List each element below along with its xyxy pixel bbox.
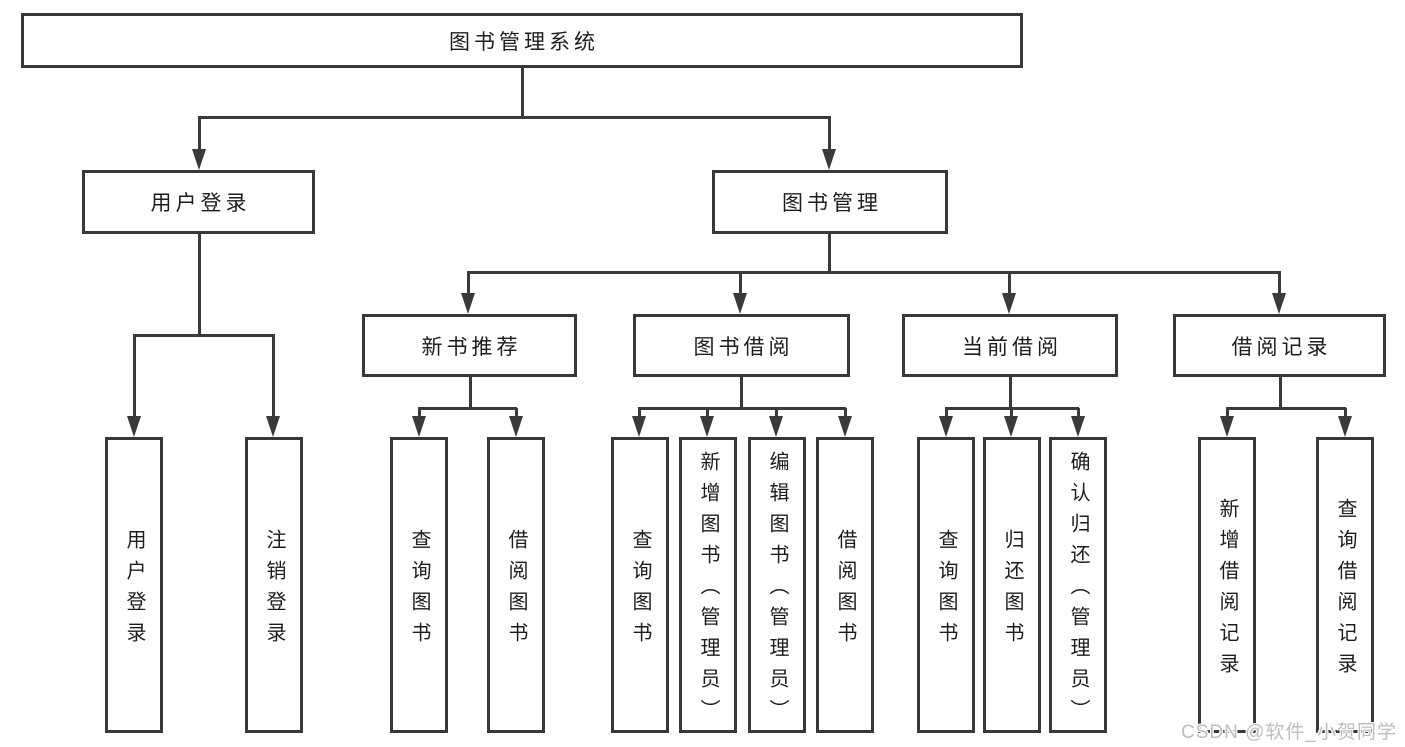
arrowhead-down-icon: [838, 416, 852, 437]
node-new-book-recommend: 新书推荐: [362, 314, 577, 377]
arrowhead-down-icon: [1002, 293, 1016, 314]
connector-line: [1277, 272, 1281, 305]
arrowhead-down-icon: [1272, 293, 1286, 314]
node-book-borrow: 图书借阅: [633, 314, 850, 377]
arrowhead-down-icon: [1071, 416, 1085, 437]
arrowhead-down-icon: [1004, 416, 1018, 437]
arrowhead-down-icon: [939, 416, 953, 437]
node-user-login: 用户登录: [82, 170, 315, 234]
connector-line: [133, 333, 275, 337]
node-label: 查询图书: [629, 528, 651, 653]
node-label: 编辑图书（管理员）: [766, 451, 788, 730]
connector-line: [197, 234, 201, 337]
arrowhead-down-icon: [1338, 416, 1352, 437]
node-label: 查询图书: [408, 528, 430, 653]
connector-line: [271, 335, 275, 428]
node-borrow-records: 借阅记录: [1173, 314, 1386, 377]
connector-line: [827, 234, 831, 274]
arrowhead-down-icon: [412, 416, 426, 437]
node-leaf-borrow-book-2: 借阅图书: [816, 437, 874, 733]
arrowhead-down-icon: [822, 149, 836, 170]
node-label: 查询借阅记录: [1334, 497, 1356, 684]
connector-line: [198, 115, 831, 119]
arrowhead-down-icon: [632, 416, 646, 437]
node-leaf-query-book-2: 查询图书: [611, 437, 669, 733]
node-label: 借阅图书: [505, 528, 527, 653]
node-leaf-logout: 注销登录: [245, 437, 303, 733]
arrowhead-down-icon: [733, 293, 747, 314]
node-leaf-user-login: 用户登录: [105, 437, 163, 733]
connector-line: [1278, 377, 1282, 410]
connector-line: [827, 117, 831, 160]
connector-line: [638, 406, 846, 410]
connector-line: [418, 406, 517, 410]
arrowhead-down-icon: [1220, 416, 1234, 437]
node-label: 新增借阅记录: [1216, 497, 1238, 684]
node-leaf-return-book: 归还图书: [983, 437, 1041, 733]
node-leaf-query-record: 查询借阅记录: [1316, 437, 1374, 733]
connector-line: [738, 272, 742, 305]
node-label: 当前借阅: [962, 335, 1062, 359]
node-label: 查询图书: [935, 528, 957, 653]
connector-line: [466, 272, 470, 305]
connector-line: [467, 270, 1281, 274]
connector-line: [468, 377, 472, 410]
node-label: 确认归还（管理员）: [1067, 451, 1089, 730]
arrowhead-down-icon: [461, 293, 475, 314]
node-leaf-confirm-return: 确认归还（管理员）: [1049, 437, 1107, 733]
node-leaf-edit-book: 编辑图书（管理员）: [748, 437, 806, 733]
node-label: 用户登录: [123, 528, 145, 653]
node-leaf-borrow-book-1: 借阅图书: [487, 437, 545, 733]
connector-line: [197, 117, 201, 160]
node-leaf-query-book-3: 查询图书: [917, 437, 975, 733]
connector-line: [520, 68, 524, 118]
arrowhead-down-icon: [266, 416, 280, 437]
node-current-borrow: 当前借阅: [902, 314, 1118, 377]
connector-line: [1226, 406, 1346, 410]
connector-line: [1008, 377, 1012, 410]
node-label: 借阅记录: [1231, 335, 1332, 359]
node-root: 图书管理系统: [21, 13, 1023, 68]
node-leaf-add-record: 新增借阅记录: [1198, 437, 1256, 733]
csdn-watermark: CSDN @软件_小贺同学: [1181, 722, 1397, 743]
node-leaf-query-book-1: 查询图书: [390, 437, 448, 733]
node-book-management: 图书管理: [712, 170, 948, 234]
node-label: 新书推荐: [421, 335, 522, 359]
node-label: 归还图书: [1001, 528, 1023, 653]
arrowhead-down-icon: [192, 149, 206, 170]
connector-line: [132, 335, 136, 428]
node-label: 用户登录: [150, 192, 251, 215]
node-label: 借阅图书: [834, 528, 856, 653]
node-label: 新增图书（管理员）: [697, 451, 719, 730]
arrowhead-down-icon: [509, 416, 523, 437]
connector-line: [739, 377, 743, 410]
node-label: 图书管理: [782, 192, 882, 215]
node-leaf-add-book: 新增图书（管理员）: [679, 437, 737, 733]
connector-line: [1007, 272, 1011, 305]
node-label: 图书借阅: [693, 335, 794, 359]
node-label: 注销登录: [263, 528, 285, 653]
node-label: 图书管理系统: [449, 30, 599, 54]
arrowhead-down-icon: [127, 416, 141, 437]
arrowhead-down-icon: [769, 416, 783, 437]
arrowhead-down-icon: [700, 416, 714, 437]
